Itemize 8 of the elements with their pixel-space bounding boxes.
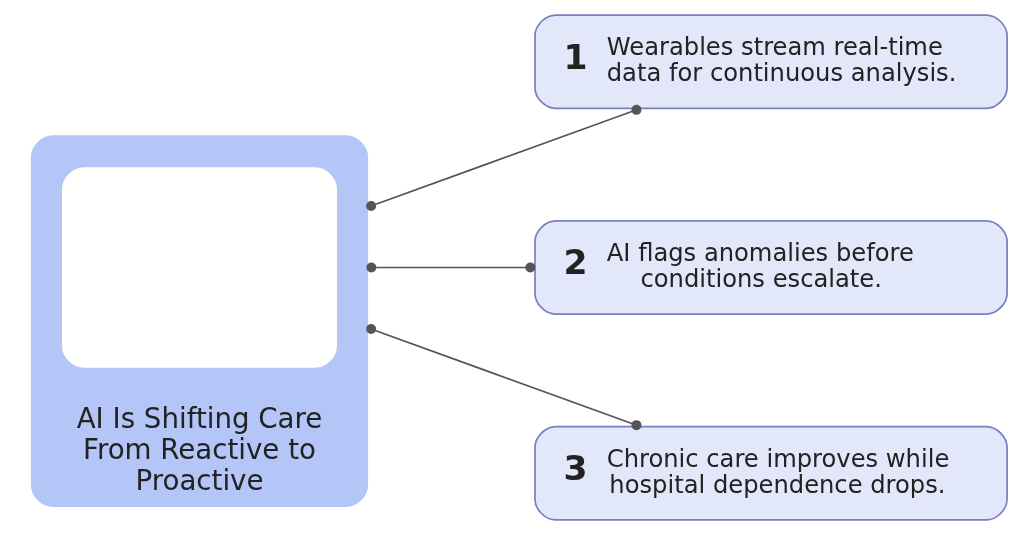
node-box: [61, 167, 337, 368]
connector: [365, 324, 641, 431]
node-box: 2 AI flags anomalies before conditions escalate.: [533, 219, 1008, 316]
node-box: 3 Chronic care improves while hospital dependence drops.: [533, 425, 1008, 521]
node-box: 1 Wearables stream real-time data for continuous analysis.: [533, 14, 1008, 110]
connector: [365, 104, 641, 211]
cluster: AI Is Shifting Care From Reactive to Proactive: [30, 135, 368, 507]
connector: [365, 262, 535, 273]
